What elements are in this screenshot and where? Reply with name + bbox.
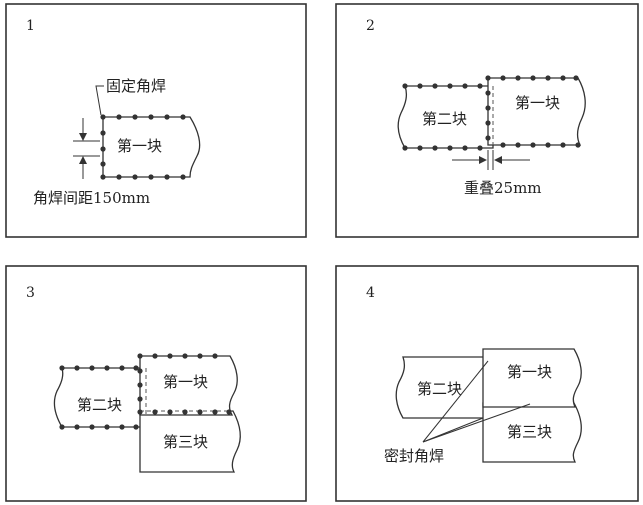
spacing-dimension — [73, 118, 100, 179]
panel-3: 3 第二块 第一块 第三块 — [5, 265, 307, 502]
panel-1: 1 第一块 固定角焊 角焊间距150mm — [5, 3, 307, 238]
plate-2-second-label: 第二块 — [422, 110, 467, 128]
panel-1-number: 1 — [26, 18, 35, 34]
panel-4: 4 第二块 第一块 第三块 密封角焊 — [335, 265, 639, 502]
overlap-dimension — [452, 150, 530, 170]
panel-2-number: 2 — [366, 18, 375, 34]
panel-4-number: 4 — [366, 285, 375, 301]
panel-3-number: 3 — [26, 285, 35, 301]
plate-4-second-label: 第二块 — [417, 380, 462, 398]
plate-3-third — [139, 410, 241, 473]
plate-4-third-label: 第三块 — [507, 423, 552, 441]
weld-spacing-label: 角焊间距150mm — [33, 189, 150, 207]
plate-3-second-label: 第二块 — [77, 396, 122, 414]
tack-welds — [402, 75, 581, 151]
tack-weld-callout: 固定角焊 — [106, 77, 166, 95]
tack-welds — [100, 114, 186, 180]
plate-2-first — [487, 77, 586, 146]
plate-4-third — [482, 402, 582, 463]
panel-2: 2 第二块 第一块 — [335, 3, 639, 238]
tack-welds — [59, 353, 232, 430]
plate-3-third-label: 第三块 — [163, 433, 208, 451]
plate-1 — [102, 116, 201, 178]
plate-2-first-label: 第一块 — [515, 94, 560, 112]
plate-4-first-label: 第一块 — [507, 363, 552, 381]
seal-weld-leaders — [422, 360, 531, 443]
plate-3-first-label: 第一块 — [163, 373, 208, 391]
callout-leader — [95, 85, 104, 116]
plate-4-first — [482, 348, 582, 408]
plate-4-second — [395, 356, 489, 419]
seal-weld-callout: 密封角焊 — [384, 447, 444, 465]
overlap-label: 重叠25mm — [464, 179, 542, 197]
plate-1-label: 第一块 — [117, 137, 162, 155]
